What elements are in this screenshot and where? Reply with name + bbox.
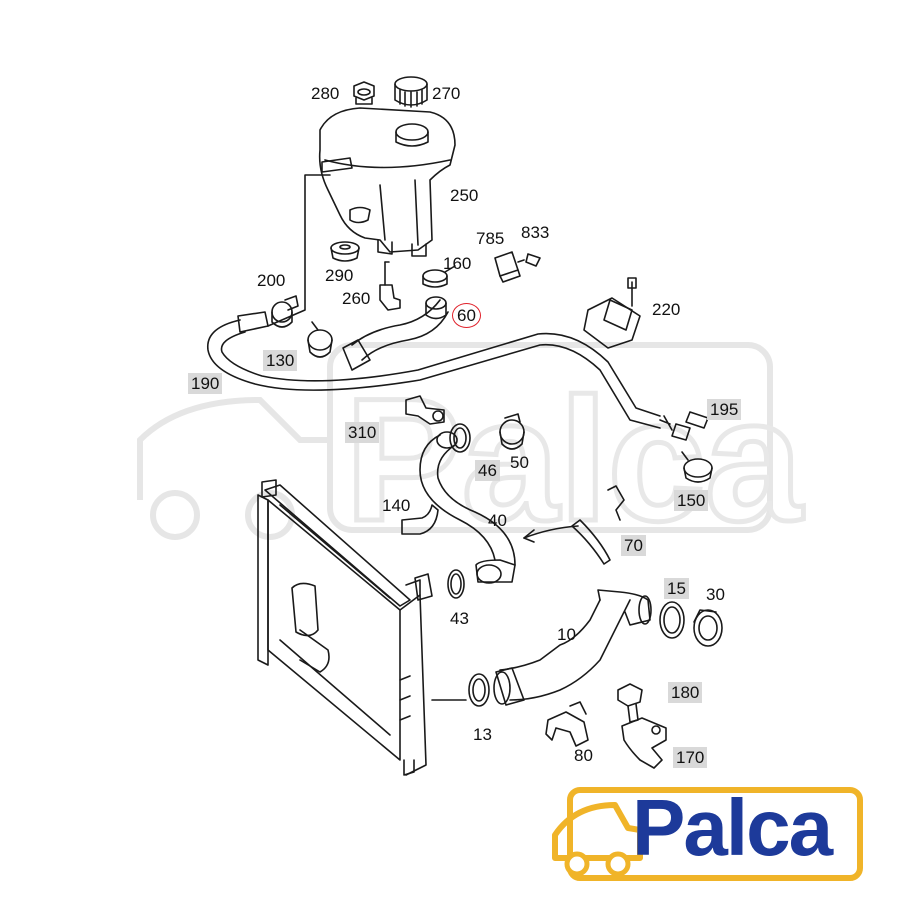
- valve-220: [583, 277, 641, 349]
- part-label-190: 190: [188, 373, 223, 394]
- hose-60: [342, 296, 449, 371]
- o-ring-46: [449, 423, 471, 453]
- part-label-150: 150: [674, 490, 709, 511]
- part-label-180: 180: [668, 682, 703, 703]
- bolt-180: [617, 683, 643, 723]
- clamp-160: [422, 265, 456, 288]
- svg-text:Palca: Palca: [345, 363, 804, 558]
- part-label-140: 140: [382, 496, 411, 515]
- part-label-260: 260: [342, 289, 371, 308]
- clip-80: [545, 701, 589, 747]
- part-label-280: 280: [311, 84, 340, 103]
- radiator: [257, 479, 433, 776]
- part-label-43: 43: [450, 609, 469, 628]
- pipe-170: [621, 717, 667, 769]
- part-label-160: 160: [443, 254, 472, 273]
- o-ring-15: [659, 601, 685, 639]
- nut: [353, 81, 375, 105]
- part-label-60: 60: [452, 303, 481, 328]
- level-sensor: [379, 261, 401, 311]
- part-label-13: 13: [473, 725, 492, 744]
- palca-logo: [552, 787, 863, 881]
- filler-cap: [394, 76, 428, 108]
- part-label-170: 170: [673, 747, 708, 768]
- connector: [494, 251, 541, 283]
- clamp-50: [499, 413, 525, 450]
- part-label-270: 270: [432, 84, 461, 103]
- part-label-130: 130: [263, 350, 298, 371]
- arrow-70-to-40: [523, 525, 579, 539]
- part-label-785: 785: [476, 229, 505, 248]
- hose-40: [419, 431, 516, 584]
- hose-190: [207, 311, 673, 431]
- part-label-833: 833: [521, 223, 550, 242]
- part-label-10: 10: [557, 625, 576, 644]
- brand-name: Palca: [632, 783, 833, 872]
- part-label-80: 80: [574, 746, 593, 765]
- o-ring-43: [447, 569, 465, 599]
- o-ring-13: [468, 673, 490, 707]
- part-label-40: 40: [488, 511, 507, 530]
- part-label-50: 50: [510, 453, 529, 472]
- tank-bracket: [267, 174, 331, 327]
- part-label-250: 250: [450, 186, 479, 205]
- clip-140: [401, 504, 439, 535]
- hose-10: [493, 589, 652, 706]
- connector-195: [671, 411, 709, 441]
- expansion-tank: [318, 107, 456, 257]
- part-label-15: 15: [664, 578, 689, 599]
- part-label-220: 220: [652, 300, 681, 319]
- watermark-logo: Palca: [137, 342, 806, 561]
- part-label-200: 200: [257, 271, 286, 290]
- part-label-70: 70: [621, 535, 646, 556]
- grommet: [330, 241, 360, 262]
- clamp-130: [307, 321, 333, 358]
- part-label-290: 290: [325, 266, 354, 285]
- part-label-310: 310: [345, 422, 380, 443]
- bracket-70: [571, 485, 625, 565]
- clamp-30: [693, 609, 723, 647]
- sensor-310: [405, 395, 445, 425]
- clamp-200: [271, 295, 299, 328]
- clamp-150: [681, 451, 713, 483]
- part-label-46: 46: [475, 460, 500, 481]
- part-label-195: 195: [707, 399, 742, 420]
- car-icon: [552, 802, 643, 861]
- part-label-30: 30: [706, 585, 725, 604]
